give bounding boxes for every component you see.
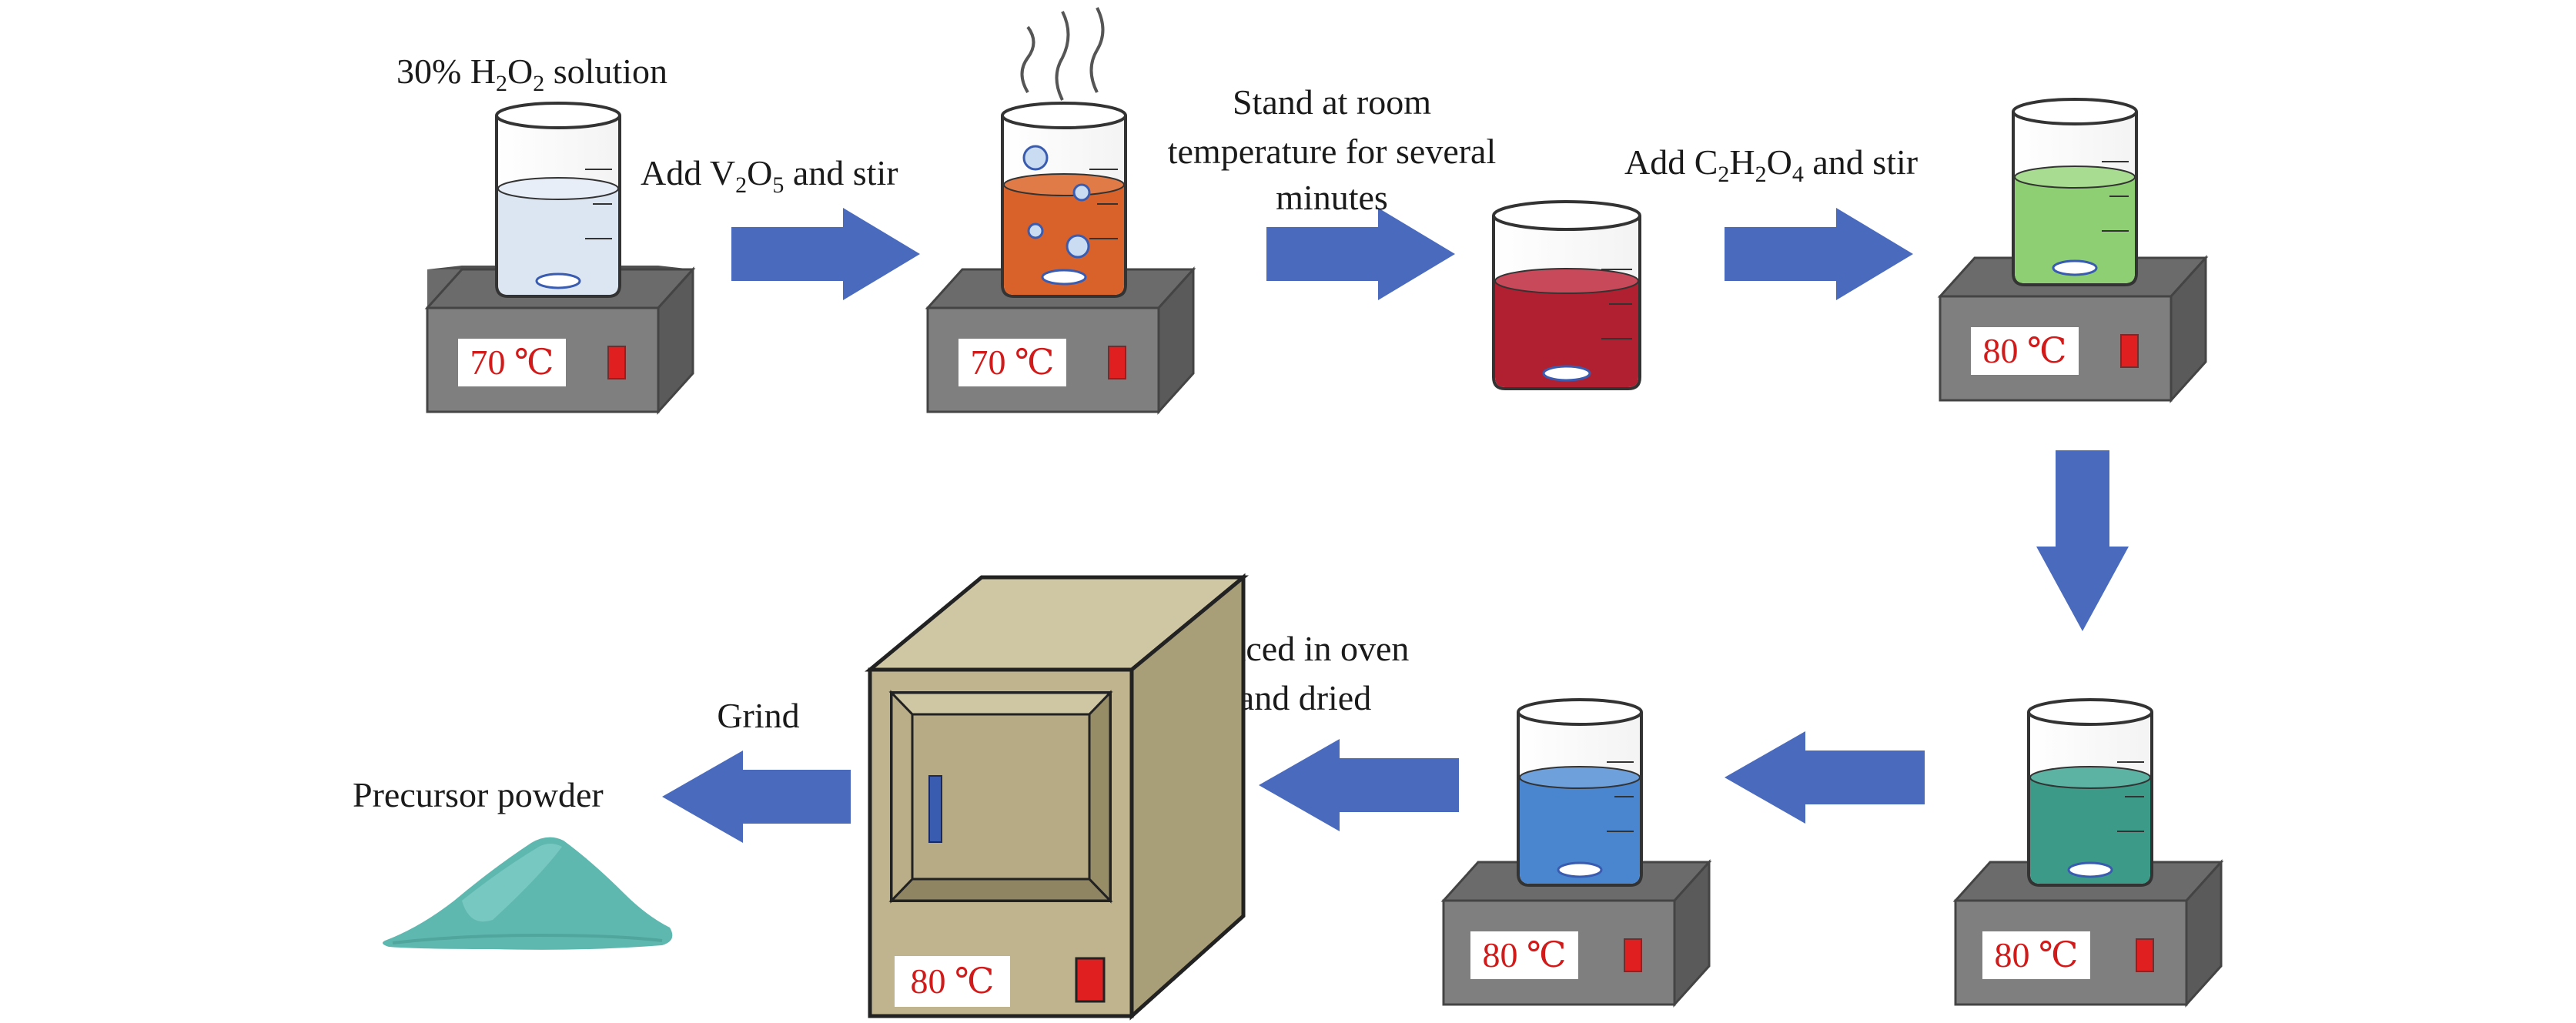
bubble xyxy=(1066,234,1090,259)
label-grind: Grind xyxy=(717,696,799,735)
label-add-oxalic: Add C2H2O4 and stir xyxy=(1624,142,1918,187)
powder-pile-icon xyxy=(382,837,673,950)
arrow-right-2 xyxy=(1266,208,1455,300)
oven-temp-readout: 80 ℃ xyxy=(911,961,995,1001)
arrow-right-1 xyxy=(731,208,920,300)
knob xyxy=(2136,938,2154,972)
arrow-left-1 xyxy=(1725,731,1925,824)
temp-display xyxy=(958,339,1066,386)
bubble xyxy=(1027,222,1044,239)
step4-beaker xyxy=(2012,98,2138,286)
arrow-down xyxy=(2036,450,2129,631)
arrow-left-3 xyxy=(662,751,851,843)
label-h2o2: 30% H2O2 solution xyxy=(396,52,667,96)
knob xyxy=(607,346,626,379)
bubble xyxy=(1072,183,1091,202)
knob xyxy=(2120,334,2139,368)
label-stand-line2: temperature for several xyxy=(1168,132,1497,171)
step2-beaker xyxy=(1001,102,1127,298)
temp-readout: 70 ℃ xyxy=(470,343,554,382)
temp-display xyxy=(1982,931,2090,979)
temp-readout: 80 ℃ xyxy=(1995,935,2079,975)
label-add-v2o5: Add V2O5 and stir xyxy=(641,153,898,198)
temp-display xyxy=(1470,931,1578,979)
step1-hotplate: 70 ℃ xyxy=(424,266,696,415)
step5-beaker xyxy=(2027,698,2153,887)
oven-knob[interactable] xyxy=(1075,957,1106,1003)
steam-icon xyxy=(1020,7,1105,101)
temp-readout: 80 ℃ xyxy=(1983,331,2067,370)
step6-beaker xyxy=(1517,698,1643,887)
bubble xyxy=(1022,145,1049,171)
drying-oven: 80 ℃ xyxy=(865,573,1249,1021)
temp-readout: 70 ℃ xyxy=(971,343,1055,382)
label-stand-line1: Stand at room xyxy=(1233,82,1431,122)
oven-handle[interactable] xyxy=(928,775,942,843)
temp-display xyxy=(458,339,566,386)
temp-readout: 80 ℃ xyxy=(1483,935,1567,975)
knob xyxy=(1624,938,1642,972)
step3-beaker xyxy=(1492,200,1641,390)
arrow-right-3 xyxy=(1725,208,1913,300)
step5-hotplate: 80 ℃ xyxy=(1952,859,2224,1008)
label-oven-line2: and dried xyxy=(1239,678,1371,717)
label-stand-line3: minutes xyxy=(1276,178,1388,217)
temp-display xyxy=(1971,327,2079,375)
arrow-left-2 xyxy=(1259,739,1459,831)
knob xyxy=(1108,346,1126,379)
oven-temp-display xyxy=(895,956,1010,1007)
step1-beaker xyxy=(495,102,621,298)
label-precursor: Precursor powder xyxy=(353,775,604,814)
